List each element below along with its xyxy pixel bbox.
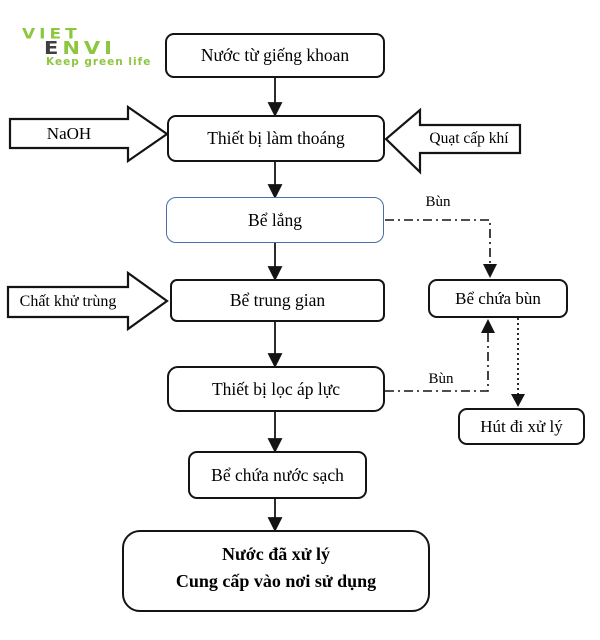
node-sludge-disposal: Hút đi xử lý	[458, 408, 585, 445]
arrow-intermediate-to-filter	[267, 322, 283, 369]
arrowhead-up-icon	[481, 319, 495, 333]
node-sludge-tank: Bể chứa bùn	[428, 279, 568, 318]
node-settling-tank: Bể lắng	[166, 197, 384, 243]
input-label-disinfectant: Chất khử trùng	[19, 293, 117, 310]
logo-letters-nvi: NVI	[62, 37, 117, 59]
fan-block-arrow-icon	[384, 107, 522, 175]
sludge-line-settling-to-tank	[385, 219, 497, 278]
logo-tagline: Keep green life	[46, 56, 152, 68]
naoh-block-arrow-icon	[8, 104, 169, 164]
logo-letter-e: E	[44, 37, 63, 59]
flow-label-sludge-top: Bùn	[425, 193, 451, 210]
arrow-filter-to-clean-tank	[267, 412, 283, 454]
arrow-source-to-aeration	[267, 78, 283, 118]
flow-label-sludge-bottom: Bùn	[428, 370, 454, 387]
arrow-clean-tank-to-final	[267, 499, 283, 533]
line-sludge-tank-to-disposal	[511, 318, 525, 407]
sludge-line-filter-to-tank	[385, 319, 495, 392]
final-line2: Cung cấp vào nơi sử dụng	[175, 571, 377, 591]
flow-arrows	[267, 78, 283, 533]
arrow-settling-to-intermediate	[267, 243, 283, 282]
node-intermediate-tank: Bể trung gian	[170, 279, 385, 322]
final-line1: Nước đã xử lý	[221, 544, 331, 564]
arrowhead-down-icon	[483, 264, 497, 278]
node-treated-water-output: Nước đã xử lý Cung cấp vào nơi sử dụng	[122, 530, 430, 612]
node-pressure-filter: Thiết bị lọc áp lực	[167, 366, 385, 412]
vietenvi-logo: VIET ENVI Keep green life	[20, 22, 180, 82]
arrow-aeration-to-settling	[267, 162, 283, 200]
logo-text-viet: VIET	[22, 25, 81, 43]
input-label-naoh: NaOH	[46, 123, 92, 143]
arrowhead-down-icon	[511, 394, 525, 407]
node-well-water: Nước từ giếng khoan	[165, 33, 385, 78]
input-label-air-fan: Quạt cấp khí	[429, 130, 509, 147]
disinfectant-block-arrow-icon	[6, 270, 169, 332]
logo-text-envi: ENVI	[44, 38, 116, 58]
node-aeration-device: Thiết bị làm thoáng	[167, 115, 385, 162]
node-clean-water-tank: Bể chứa nước sạch	[188, 451, 367, 499]
